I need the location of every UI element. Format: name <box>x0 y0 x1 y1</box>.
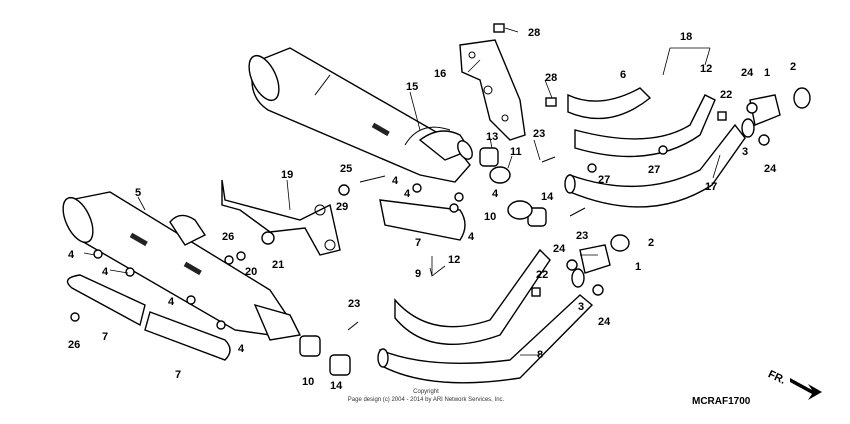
callout: 2 <box>648 237 654 249</box>
callout: 18 <box>680 31 692 43</box>
callout: 16 <box>434 68 446 80</box>
callout: 6 <box>620 69 626 81</box>
callout: 14 <box>541 191 554 203</box>
callout: 27 <box>598 174 610 186</box>
lower-muffler <box>62 191 302 341</box>
callout: 29 <box>336 201 348 213</box>
callout: 15 <box>406 81 418 93</box>
callout: 3 <box>742 146 748 158</box>
callout: 20 <box>245 266 257 278</box>
upper-bracket <box>459 39 526 141</box>
callout: 13 <box>486 131 498 143</box>
callout: 4 <box>492 188 499 200</box>
callout: 4 <box>468 231 475 243</box>
callout: 7 <box>415 237 421 249</box>
svg-text:Page design (c) 2004 - 2014 by: Page design (c) 2004 - 2014 by ARI Netwo… <box>348 397 505 403</box>
callout: 25 <box>340 163 352 175</box>
callout: 21 <box>272 259 284 271</box>
callout: 4 <box>168 296 175 308</box>
front-direction-arrow-icon: FR. <box>766 368 822 400</box>
callout: 22 <box>720 89 732 101</box>
callout-labels: 28 16 28 18 12 6 24 1 2 22 15 13 23 11 3… <box>68 27 796 392</box>
callout: 22 <box>536 269 548 281</box>
callout: 4 <box>238 343 245 355</box>
callout: 27 <box>648 164 660 176</box>
callout: 7 <box>175 369 181 381</box>
leader-lines <box>83 27 721 356</box>
callout: 24 <box>598 316 611 328</box>
callout: 7 <box>102 331 108 343</box>
callout: 23 <box>533 128 545 140</box>
callout: 1 <box>635 261 641 273</box>
callout: 4 <box>404 188 411 200</box>
upper-muffler <box>248 47 473 183</box>
callout: 23 <box>348 298 360 310</box>
copyright-notice: Copyright Page design (c) 2004 - 2014 by… <box>348 389 505 403</box>
callout: 10 <box>484 211 496 223</box>
callout: 12 <box>448 254 460 266</box>
callout: 1 <box>764 67 770 79</box>
front-direction-label: FR. <box>766 368 787 386</box>
callout: 28 <box>528 27 540 39</box>
callout: 4 <box>68 249 75 261</box>
callout: 2 <box>790 61 796 73</box>
callout: 9 <box>415 268 421 280</box>
callout: 23 <box>576 230 588 242</box>
callout: 14 <box>330 380 343 392</box>
exhaust-pipes <box>377 87 746 384</box>
callout: 24 <box>764 163 777 175</box>
lower-bracket <box>221 179 341 256</box>
flanges-and-gaskets <box>299 87 811 376</box>
svg-text:Copyright: Copyright <box>413 389 439 395</box>
callout: 28 <box>545 72 557 84</box>
callout: 5 <box>135 187 141 199</box>
callout: 4 <box>102 266 109 278</box>
callout: 10 <box>302 376 314 388</box>
callout: 26 <box>222 231 234 243</box>
callout: 26 <box>68 339 80 351</box>
callout: 19 <box>281 169 293 181</box>
callout: 8 <box>537 349 543 361</box>
callout: 12 <box>700 63 712 75</box>
heat-shields <box>66 199 466 361</box>
callout: 17 <box>705 181 717 193</box>
bolts-and-nuts <box>70 23 770 331</box>
diagram-code: MCRAF1700 <box>692 396 751 407</box>
callout: 24 <box>553 243 566 255</box>
callout: 4 <box>392 175 399 187</box>
callout: 3 <box>578 301 584 313</box>
callout: 11 <box>510 146 522 158</box>
callout: 24 <box>741 67 754 79</box>
